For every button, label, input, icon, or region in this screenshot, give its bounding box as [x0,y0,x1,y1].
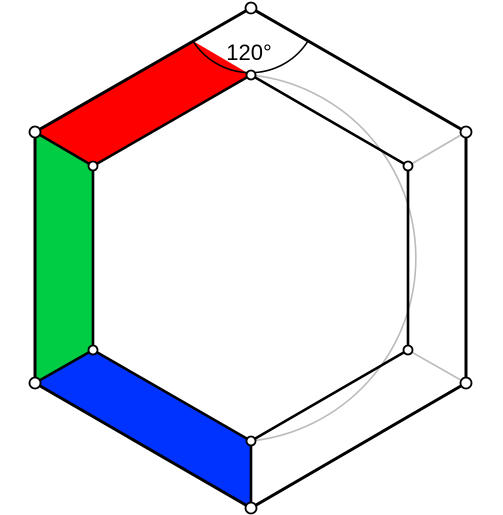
vertex-inner-bottom-right [402,344,414,356]
vertex-inner-bottom [245,435,257,447]
blue-face [35,350,251,508]
vertex-outer-top-left [28,125,42,139]
green-face [35,132,93,383]
construction-arc [250,74,417,442]
vertex-outer-top-right [459,125,473,139]
outer-hexagon [33,6,468,510]
vertex-inner-top-right [402,160,414,172]
construction-lines [250,74,467,442]
vertex-outer-bottom [244,501,258,515]
spoke-line-left-top [34,130,94,168]
angle-label: 120° [226,40,272,65]
vertex-inner-top [245,69,257,81]
vertex-inner-bottom-left [87,344,99,356]
spoke-lines [34,130,253,508]
vertex-outer-bottom-left [28,376,42,390]
construction-line-bottom-right [407,349,467,384]
vertices [28,1,473,515]
vertex-inner-top-left [87,160,99,172]
spoke-line-left-bottom [34,348,94,385]
red-face [35,41,251,166]
vertex-outer-bottom-right [459,376,473,390]
construction-line-top-right [407,131,467,167]
vertex-outer-top [244,1,258,15]
